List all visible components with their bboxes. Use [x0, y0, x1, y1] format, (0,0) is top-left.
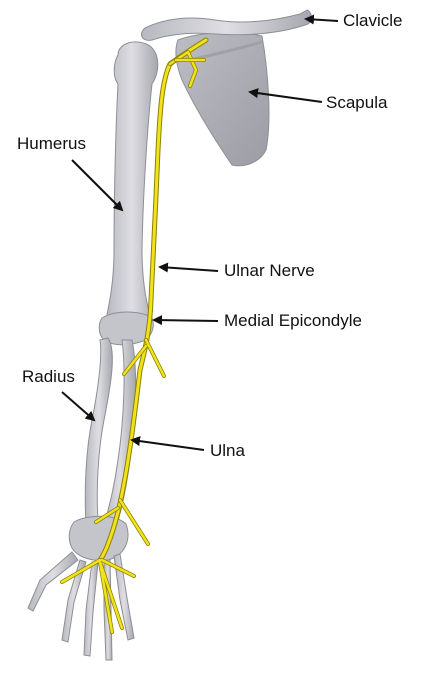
ulna-label: Ulna [210, 442, 245, 459]
radius-arrow [62, 392, 94, 420]
medial-epicondyle-arrow [154, 320, 218, 321]
humerus-label: Humerus [17, 135, 86, 152]
ulnar-nerve-label: Ulnar Nerve [224, 262, 315, 279]
ulna-arrow [132, 440, 204, 450]
ulnar-nerve-arrow [160, 267, 218, 271]
scapula-label: Scapula [326, 94, 387, 111]
clavicle-label: Clavicle [343, 12, 403, 29]
radius-bone [85, 338, 112, 524]
radius-label: Radius [22, 368, 75, 385]
medial-epicondyle-label: Medial Epicondyle [224, 312, 362, 329]
